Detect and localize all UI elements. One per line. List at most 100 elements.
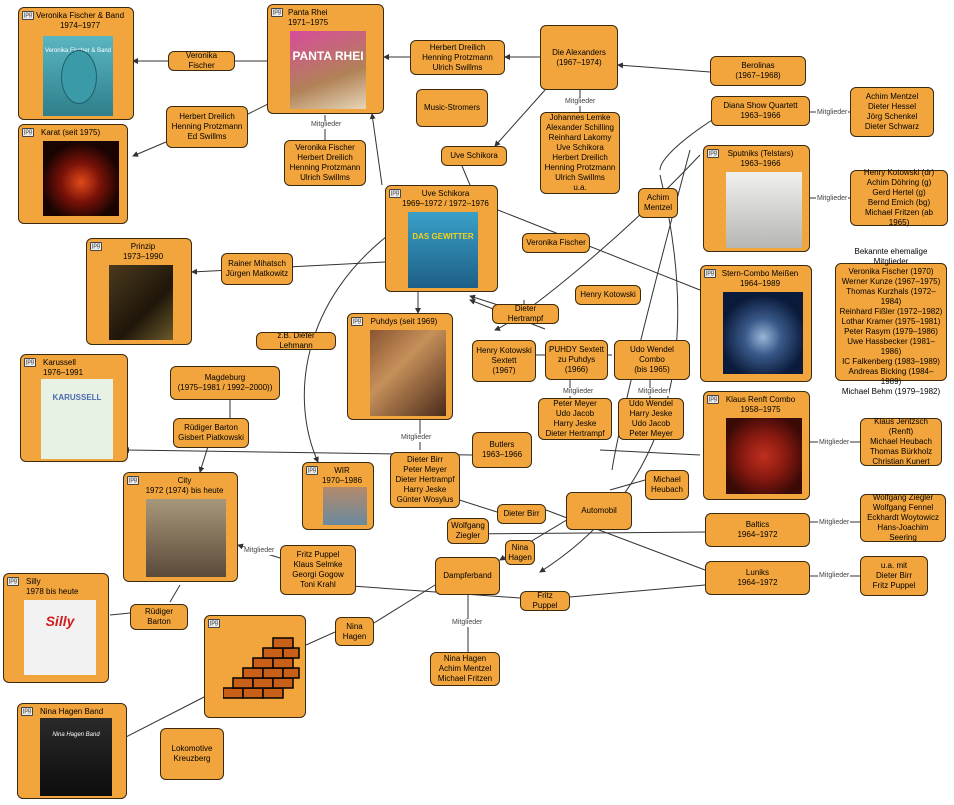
cover-text: Silly [45,613,75,629]
node-puhdys[interactable]: jpg Puhdys (seit 1969) [347,313,453,420]
box-kotowski-sextett[interactable]: Henry Kotowski Sextett (1967) [472,340,536,382]
box-automobil[interactable]: Automobil [566,492,632,530]
node-klaus-renft-combo[interactable]: jpg Klaus Renft Combo 1958–1975 [703,391,810,500]
box-magdeburg[interactable]: Magdeburg (1975–1981 / 1992–2000)) [170,366,280,400]
node-title: Nina Hagen Band [40,707,104,716]
box-achim-mentzel[interactable]: Achim Mentzel [638,188,678,218]
album-cover-image: PANTA RHEI [290,31,366,109]
box-luniks-members[interactable]: u.a. mit Dieter Birr Fritz Puppel [860,556,928,596]
box-fritz-puppel[interactable]: Fritz Puppel [520,591,570,611]
cover-text: KARUSSELL [52,393,102,402]
edge-label-mitglieder: Mitglieder [818,572,851,580]
album-cover-image: Veronika Fischer & Band [43,36,113,116]
box-alexanders-members[interactable]: Johannes Lemke Alexander Schilling Reinh… [540,112,620,194]
node-brick-wall[interactable]: jpg [204,615,306,718]
jpg-badge: jpg [707,395,720,404]
node-title: Klaus Renft Combo 1958–1975 [725,395,796,414]
node-karat[interactable]: jpg Karat (seit 1975) [18,124,128,224]
jpg-badge: jpg [351,317,364,326]
box-dampferband-members[interactable]: Nina Hagen Achim Mentzel Michael Fritzen [430,652,500,686]
box-luniks[interactable]: Luniks 1964–1972 [705,561,810,595]
jpg-badge: jpg [271,8,284,17]
box-lokomotive-kreuzberg[interactable]: Lokomotive Kreuzberg [160,728,224,780]
edge-line [494,89,546,147]
box-veronika-fischer-link[interactable]: Veronika Fischer [522,233,590,253]
node-title: Uve Schikora 1969–1972 / 1972–1976 [402,189,489,208]
box-birr-members[interactable]: Dieter Birr Peter Meyer Dieter Hertrampf… [390,452,460,508]
edge-label-mitglieder: Mitglieder [562,388,595,396]
box-diana-show-quartett[interactable]: Diana Show Quartett 1963–1966 [711,96,810,126]
box-wolfgang-ziegler[interactable]: Wolfgang Ziegler [447,518,489,544]
album-cover-image [726,172,802,248]
box-nina-hagen-small[interactable]: Nina Hagen [505,540,535,565]
box-dampferband[interactable]: Dampferband [435,557,500,595]
box-ruediger-barton[interactable]: Rüdiger Barton [130,604,188,630]
box-sputniks-members[interactable]: Henry Kotowski (dr) Achim Döhring (g) Ge… [850,168,948,227]
box-nina-hagen[interactable]: Nina Hagen [335,617,374,646]
edge-line [599,449,701,456]
node-title: Stern-Combo Meißen 1964–1989 [721,269,799,288]
edge-line [617,62,711,73]
box-diana-members[interactable]: Achim Mentzel Dieter Hessel Jörg Schenke… [850,87,934,137]
box-baltics[interactable]: Baltics 1964–1972 [705,513,810,547]
box-henry-kotowski-link[interactable]: Henry Kotowski [575,285,641,305]
box-berolinas[interactable]: Berolinas (1967–1968) [710,56,806,86]
box-dieter-hertrampf[interactable]: Dieter Hertrampf [492,304,559,324]
box-fritz-puppel-members[interactable]: Fritz Puppel Klaus Selmke Georgi Gogow T… [280,545,356,595]
box-wendel-members[interactable]: Udo Wendel Harry Jeske Udo Jacob Peter M… [618,398,684,440]
edge-line [305,631,336,646]
jpg-badge: jpg [90,242,103,251]
box-barton-piatkowski[interactable]: Rüdiger Barton Gisbert Piatkowski [173,418,249,448]
jpg-badge: jpg [127,476,140,485]
node-sputniks[interactable]: jpg Sputniks (Telstars) 1963–1966 [703,145,810,252]
node-stern-combo[interactable]: jpg Stern-Combo Meißen 1964–1989 [700,265,812,382]
album-cover-image: Silly [24,600,96,675]
jpg-badge: jpg [704,269,717,278]
box-michael-heubach[interactable]: Michael Heubach [645,470,689,500]
node-karussell[interactable]: jpg Karussell 1976–1991 KARUSSELL [20,354,128,462]
album-cover-image [43,141,119,216]
node-panta-rhei[interactable]: jpg Panta Rhei 1971–1975 PANTA RHEI [267,4,384,114]
box-uve-schikora-link[interactable]: Uve Schikora [441,146,507,166]
box-dieter-lehmann[interactable]: z.B. Dieter Lehmann [256,331,336,350]
edge-line [119,694,209,741]
box-panta-members[interactable]: Veronika Fischer Herbert Dreilich Hennin… [284,140,366,186]
node-uve-schikora[interactable]: jpg Uve Schikora 1969–1972 / 1972–1976 D… [385,185,498,292]
box-baltics-members[interactable]: Wolfgang Ziegler Wolfgang Fennel Eckhard… [860,493,946,542]
box-dreilich-panta[interactable]: Herbert Dreilich Henning Protzmann Ulric… [410,40,505,75]
jpg-badge: jpg [22,128,35,137]
brick-wall-icon [223,637,300,699]
edge-label-mitglieder: Mitglieder [243,547,276,555]
edge-label-mitglieder: Mitglieder [637,388,670,396]
cover-text: DAS GEWITTER [412,232,474,241]
box-dieter-birr[interactable]: Dieter Birr [497,504,546,524]
box-puhdy-sextett[interactable]: PUHDY Sextett zu Puhdys (1966) [545,340,608,380]
node-veronika-fischer-band[interactable]: jpg Veronika Fischer & Band 1974–1977 Ve… [18,7,134,120]
album-cover-image [723,292,803,374]
face-shape [61,50,97,104]
node-nina-hagen-band[interactable]: jpg Nina Hagen Band Nina Hagen Band [17,703,127,799]
node-title: Silly 1978 bis heute [26,577,79,596]
box-music-stromers[interactable]: Music-Stromers [416,89,488,127]
box-rainer-mihatsch[interactable]: Rainer Mihatsch Jürgen Matkowitz [221,253,293,285]
node-prinzip[interactable]: jpg Prinzip 1973–1990 [86,238,192,345]
box-stern-members[interactable]: Bekannte ehemalige Mitglieder Veronika F… [835,247,947,396]
jpg-badge: jpg [208,619,221,628]
node-title: Karat (seit 1975) [41,128,101,137]
box-butlers[interactable]: Butlers 1963–1966 [472,432,532,468]
node-title: Karussell 1976–1991 [43,358,84,377]
box-renft-members[interactable]: Klaus Jentzsch (Renft) Michael Heubach T… [860,417,942,466]
box-dreilich-karat[interactable]: Herbert Dreilich Henning Protzmann Ed Sw… [166,106,248,148]
box-veronika-fischer[interactable]: Veronika Fischer [168,51,235,71]
box-die-alexanders[interactable]: Die Alexanders (1967–1974) [540,25,618,90]
edge-line [169,584,181,603]
node-title: Sputniks (Telstars) 1963–1966 [727,149,794,168]
box-puhdy-members[interactable]: Peter Meyer Udo Jacob Harry Jeske Dieter… [538,398,612,440]
node-silly[interactable]: jpg Silly 1978 bis heute Silly [3,573,109,683]
box-udo-wendel-combo[interactable]: Udo Wendel Combo (bis 1965) [614,340,690,380]
node-title: Prinzip 1973–1990 [122,242,164,261]
album-cover-image [370,330,446,416]
node-wir[interactable]: jpg WIR 1970–1986 [302,462,374,530]
node-city[interactable]: jpg City 1972 (1974) bis heute [123,472,238,582]
jpg-badge: jpg [21,707,34,716]
